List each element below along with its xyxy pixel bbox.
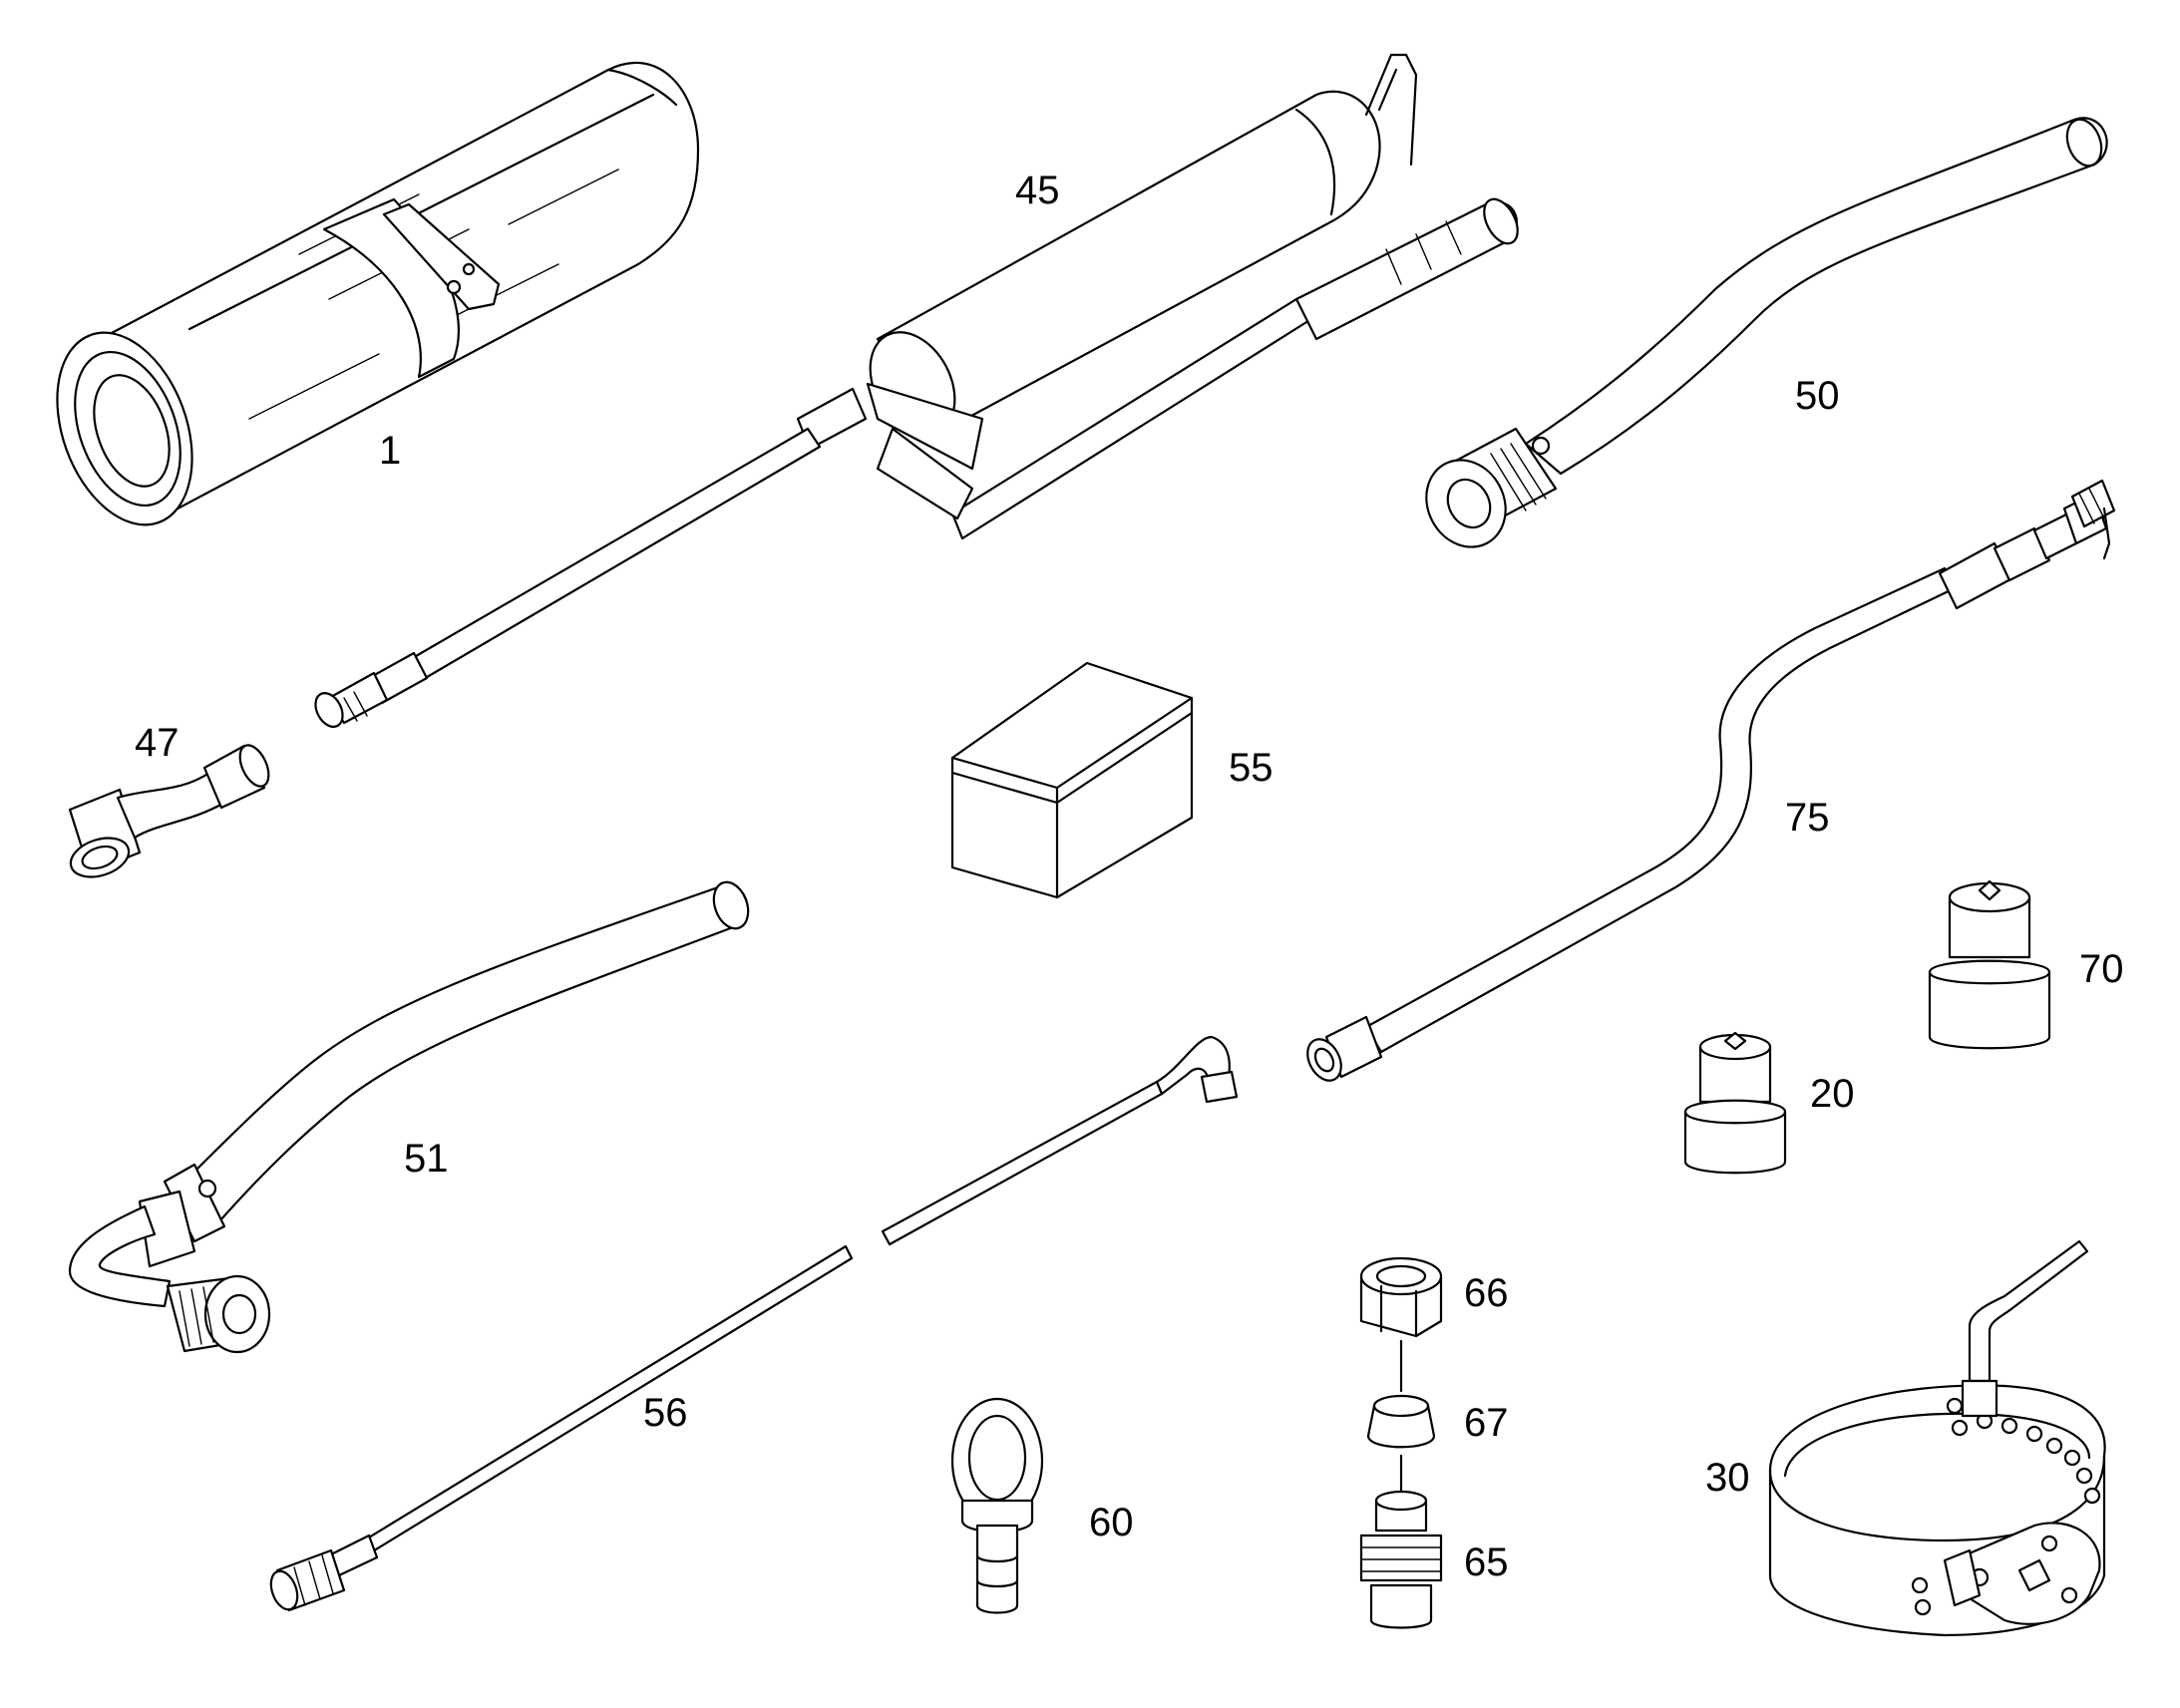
eyebolt-drawing xyxy=(950,1397,1044,1614)
label-30: 30 xyxy=(1705,1456,1750,1500)
band-clamp-drawing xyxy=(1768,1239,2106,1637)
label-65: 65 xyxy=(1464,1540,1509,1584)
socket-20-drawing xyxy=(1683,1031,1787,1175)
hose-51-drawing xyxy=(68,880,750,1354)
hex-nut-drawing xyxy=(1359,1256,1443,1393)
label-51: 51 xyxy=(404,1137,449,1181)
fitting-drawing xyxy=(1359,1490,1443,1629)
ferrule-drawing xyxy=(1366,1394,1436,1493)
hose-50-drawing xyxy=(1425,117,2108,548)
grease-gun-drawing xyxy=(314,53,1519,728)
socket-70-drawing xyxy=(1928,879,2051,1050)
label-66: 66 xyxy=(1464,1271,1509,1315)
label-67: 67 xyxy=(1464,1401,1509,1445)
label-1: 1 xyxy=(379,429,401,473)
label-50: 50 xyxy=(1795,374,1840,418)
box-drawing xyxy=(950,661,1194,899)
label-47: 47 xyxy=(135,721,180,765)
label-20: 20 xyxy=(1810,1072,1855,1116)
label-75: 75 xyxy=(1785,796,1830,840)
hose-75-drawing xyxy=(1306,479,2116,1082)
rolled-mat-drawing xyxy=(56,61,700,526)
elbow-adapter-drawing xyxy=(68,744,270,878)
label-45: 45 xyxy=(1015,169,1060,212)
label-56: 56 xyxy=(643,1391,688,1435)
label-60: 60 xyxy=(1089,1501,1134,1544)
label-55: 55 xyxy=(1229,746,1273,790)
probe-56-drawing xyxy=(269,1035,1239,1612)
label-70: 70 xyxy=(2079,947,2124,991)
